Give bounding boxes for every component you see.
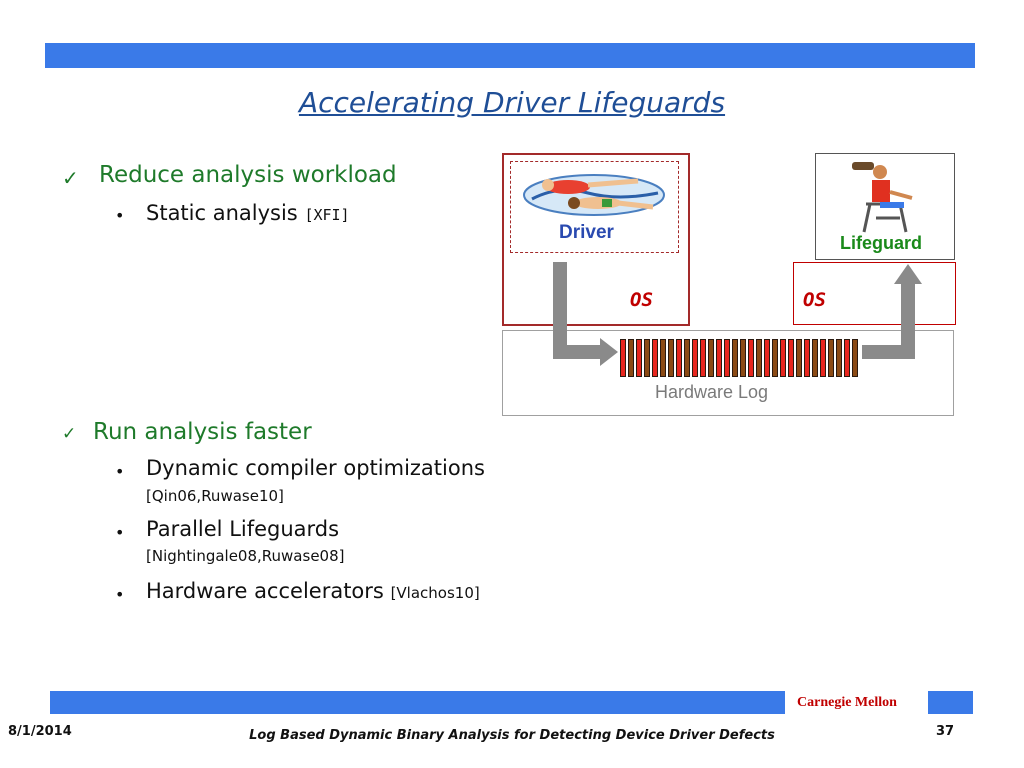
- log-segment: [804, 339, 810, 377]
- item-ref: [Nightingale08,Ruwase08]: [146, 547, 345, 565]
- list-item: Parallel Lifeguards: [146, 517, 340, 541]
- log-segment: [732, 339, 738, 377]
- log-segment: [780, 339, 786, 377]
- log-segment: [660, 339, 666, 377]
- lifeguard-icon: [852, 162, 913, 233]
- log-segment: [684, 339, 690, 377]
- log-segment: [764, 339, 770, 377]
- log-segment: [772, 339, 778, 377]
- bullet-icon: •: [115, 523, 125, 542]
- log-segment: [644, 339, 650, 377]
- log-segment: [620, 339, 626, 377]
- item-text: Hardware accelerators: [146, 579, 384, 603]
- item-ref: [XFI]: [304, 206, 350, 224]
- log-segment: [820, 339, 826, 377]
- page-number: 37: [936, 724, 955, 739]
- footer-brand: Carnegie Mellon: [797, 695, 897, 710]
- footer-date: 8/1/2014: [8, 724, 72, 739]
- log-segment: [692, 339, 698, 377]
- log-segment: [852, 339, 858, 377]
- log-segment: [708, 339, 714, 377]
- log-segment: [740, 339, 746, 377]
- item-text: Static analysis: [146, 201, 298, 225]
- log-segment: [828, 339, 834, 377]
- log-segment: [836, 339, 842, 377]
- header-bar: [45, 43, 975, 68]
- footer-bar-right: [928, 691, 973, 714]
- checkmark-icon: ✓: [62, 166, 79, 190]
- flow-arrows: [553, 262, 922, 366]
- log-segment: [636, 339, 642, 377]
- lifeguard-label: Lifeguard: [840, 233, 923, 253]
- item-ref: [Vlachos10]: [390, 584, 480, 602]
- os-label-right: OS: [803, 289, 826, 311]
- log-segment: [796, 339, 802, 377]
- slide-title: Accelerating Driver Lifeguards: [298, 86, 726, 119]
- log-segment: [756, 339, 762, 377]
- list-item: Hardware accelerators [Vlachos10]: [146, 579, 480, 603]
- log-segment: [668, 339, 674, 377]
- log-segment: [700, 339, 706, 377]
- log-segment: [676, 339, 682, 377]
- list-item: Static analysis [XFI]: [146, 201, 350, 225]
- log-segment: [724, 339, 730, 377]
- section-heading-1: Reduce analysis workload: [99, 162, 397, 188]
- footer-bar-left: [50, 691, 785, 714]
- hardware-log-box: [502, 330, 954, 416]
- item-ref: [Qin06,Ruwase10]: [146, 487, 284, 505]
- log-segment: [844, 339, 850, 377]
- bullet-icon: •: [115, 206, 125, 225]
- os-label-left: OS: [630, 289, 653, 311]
- lifeguard-os-box: [793, 262, 956, 325]
- log-segment: [628, 339, 634, 377]
- hardware-log-label: Hardware Log: [655, 382, 769, 402]
- log-segment: [716, 339, 722, 377]
- driver-box: [510, 161, 679, 253]
- driver-label: Driver: [559, 222, 614, 243]
- section-heading-2: Run analysis faster: [93, 419, 312, 445]
- footer-caption: Log Based Dynamic Binary Analysis for De…: [249, 728, 775, 743]
- bullet-icon: •: [115, 462, 125, 481]
- log-segment: [812, 339, 818, 377]
- list-item: Dynamic compiler optimizations: [146, 456, 485, 480]
- log-segment: [652, 339, 658, 377]
- swimmer-icon: [523, 174, 665, 216]
- bullet-icon: •: [115, 585, 125, 604]
- log-segment: [748, 339, 754, 377]
- log-segment: [788, 339, 794, 377]
- checkmark-icon: ✓: [62, 424, 77, 444]
